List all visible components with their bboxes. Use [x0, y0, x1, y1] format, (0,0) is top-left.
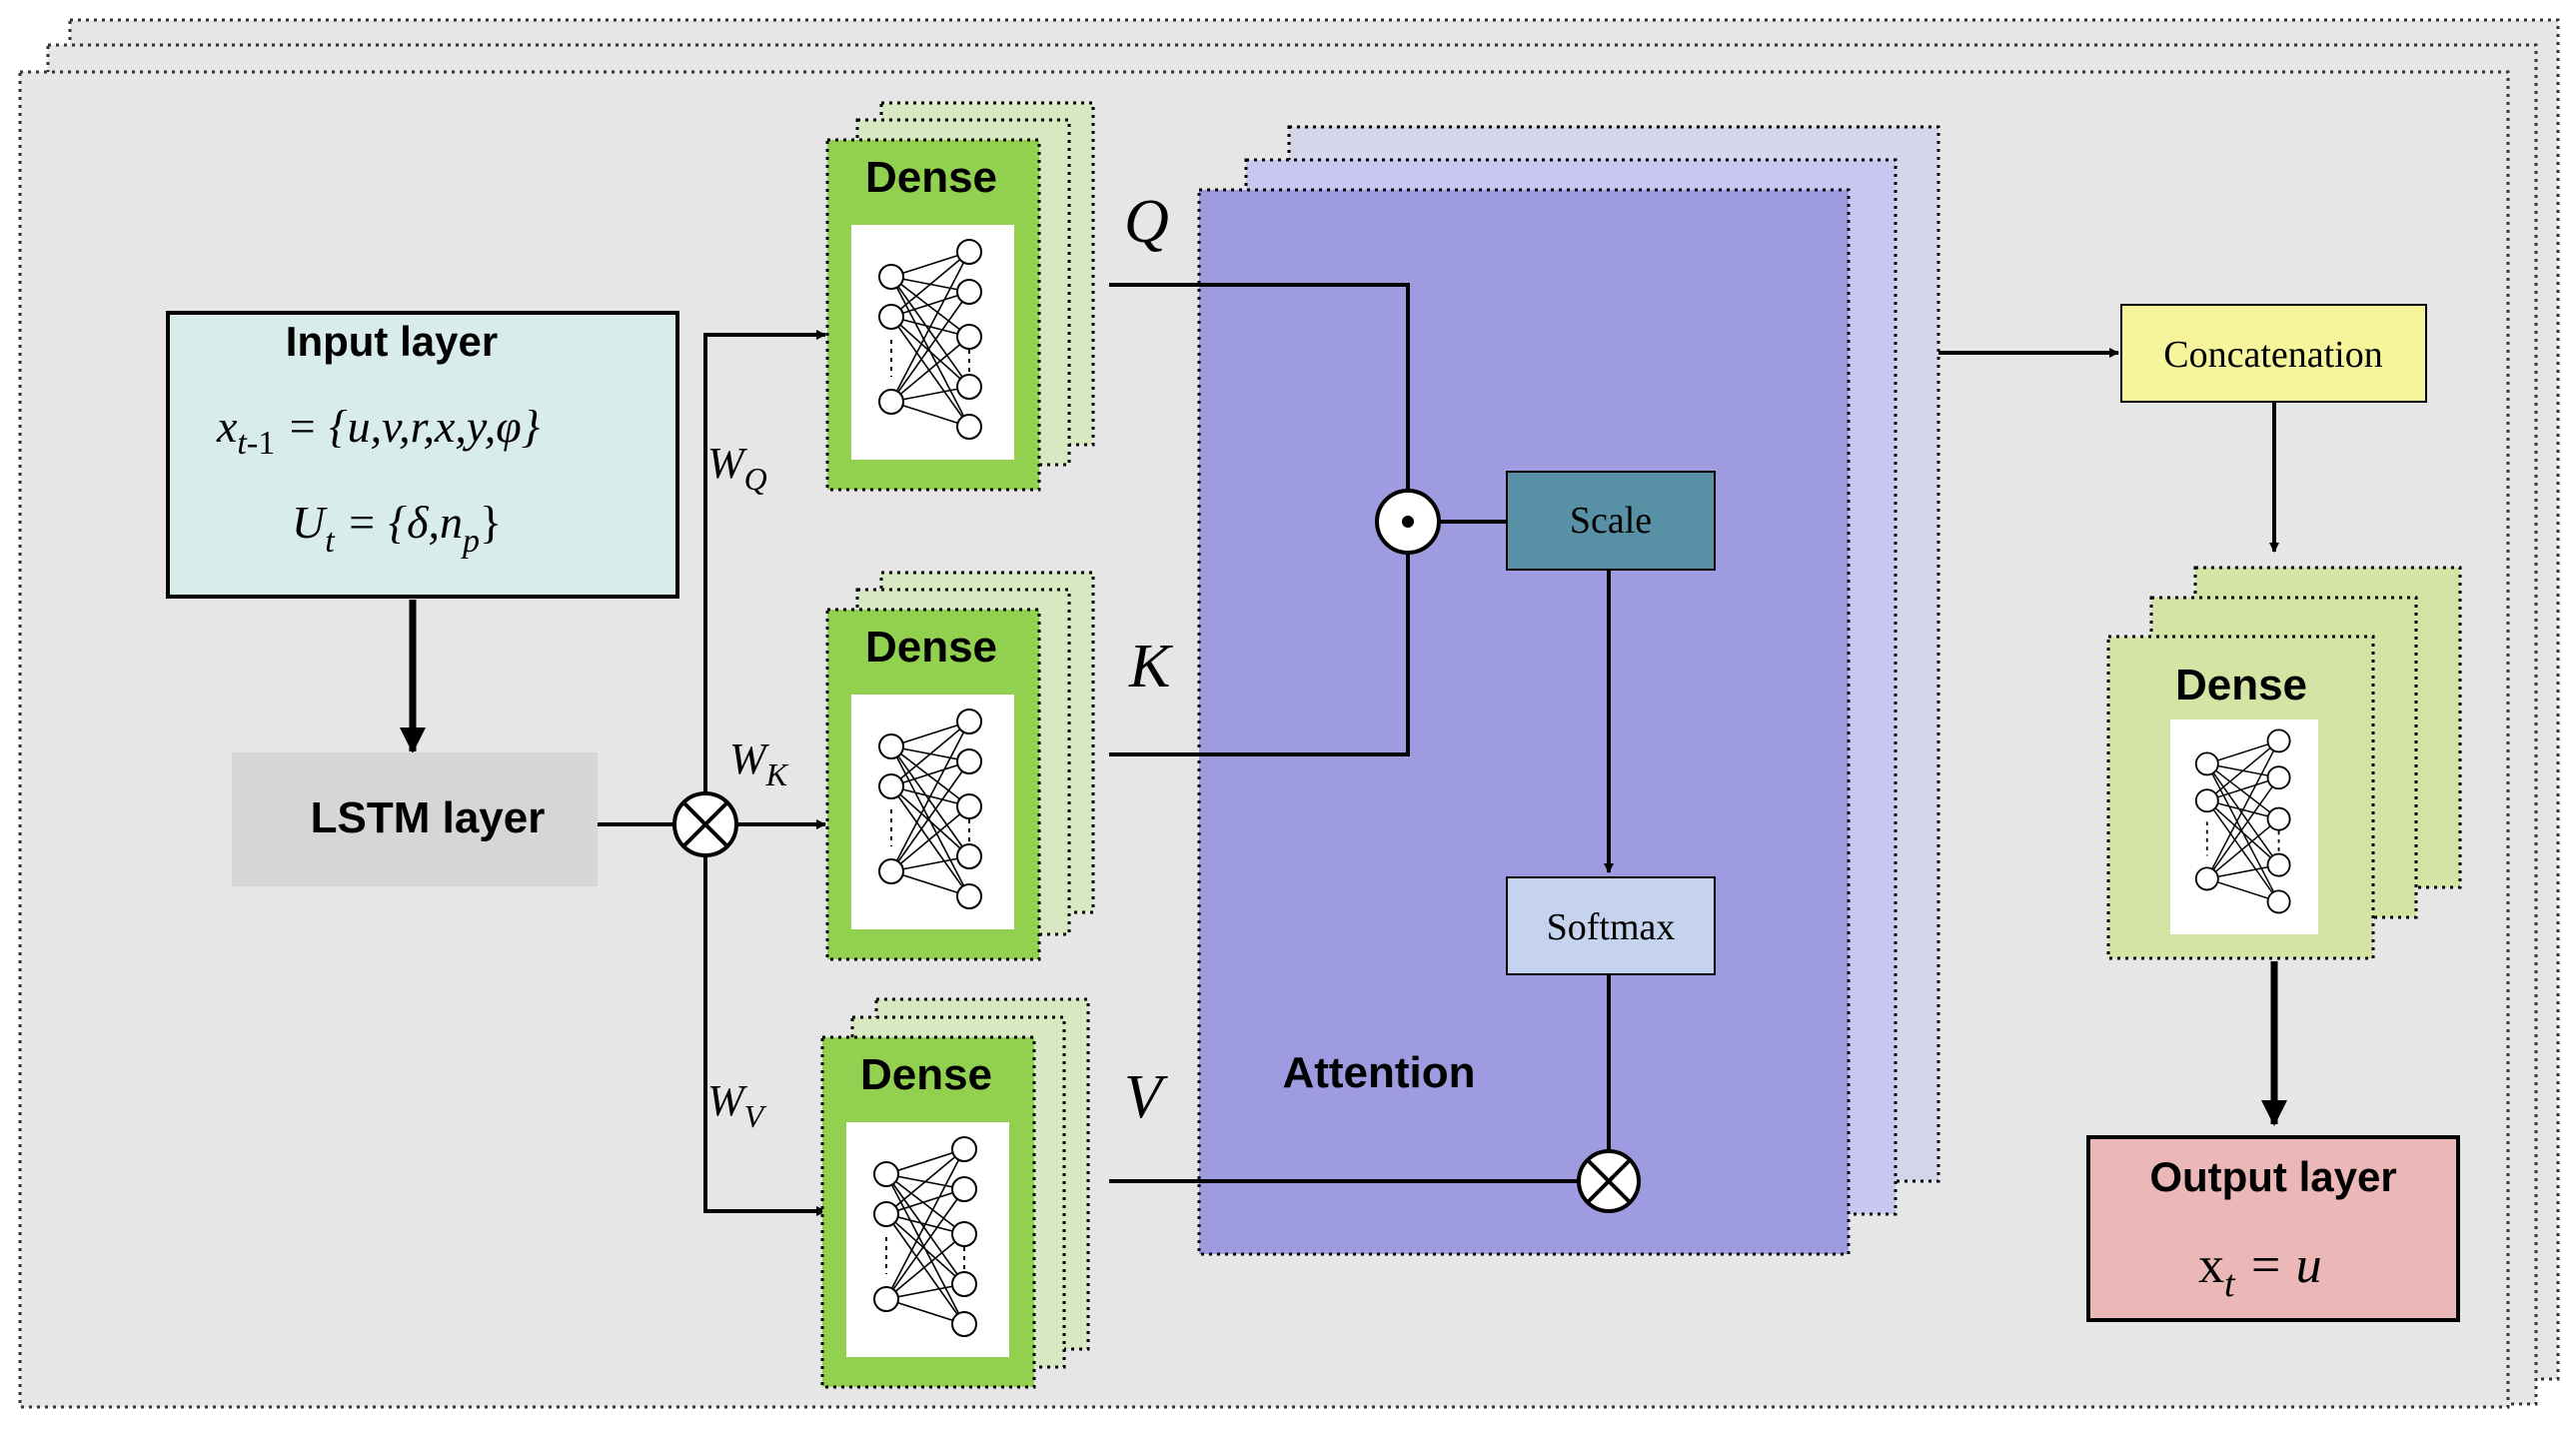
scale-box: Scale — [1506, 471, 1716, 571]
multiply-node — [672, 791, 738, 857]
input-layer-box: Input layer xt-1 = {u,v,r,x,y,φ} Ut = {δ… — [166, 311, 679, 599]
input-equation-x: xt-1 = {u,v,r,x,y,φ} — [216, 401, 540, 462]
weight-label-wq: WQ — [707, 439, 767, 497]
dense-block-k: Dense — [825, 571, 1095, 961]
q-label: Q — [1124, 188, 1169, 256]
weight-label-wk: WK — [729, 734, 789, 792]
output-layer-box: Output layer xt = u — [2086, 1135, 2460, 1322]
concatenation-box: Concatenation — [2120, 304, 2427, 403]
dense-out-label: Dense — [2175, 661, 2307, 710]
dense-block-v: Dense — [820, 997, 1090, 1389]
dense-v-label: Dense — [860, 1050, 992, 1099]
dense-block-out: Dense — [2106, 566, 2462, 960]
output-layer-title: Output layer — [2149, 1153, 2396, 1200]
dense-q-label: Dense — [865, 153, 997, 202]
input-equation-u: Ut = {δ,np} — [292, 497, 502, 560]
scale-label: Scale — [1570, 500, 1652, 542]
v-label: V — [1124, 1063, 1168, 1131]
dot-product-node — [1375, 489, 1441, 555]
attention-label: Attention — [1282, 1048, 1475, 1097]
lstm-layer-box: LSTM layer — [232, 752, 598, 886]
input-layer-title: Input layer — [286, 318, 498, 365]
softmax-label: Softmax — [1547, 906, 1676, 948]
attention-stack: Attention — [1197, 125, 1940, 1256]
lstm-layer-label: LSTM layer — [311, 793, 546, 842]
concatenation-label: Concatenation — [2163, 334, 2382, 376]
k-label: K — [1128, 633, 1174, 701]
softmax-box: Softmax — [1506, 876, 1716, 975]
attention-multiply-node — [1577, 1149, 1641, 1213]
attention-lines — [1109, 283, 2279, 1183]
weight-label-wv: WV — [707, 1076, 767, 1134]
qkv-branch-lines — [703, 330, 826, 1216]
output-equation: xt = u — [2198, 1237, 2322, 1305]
dense-block-q: Dense — [825, 101, 1095, 492]
dense-k-label: Dense — [865, 623, 997, 672]
